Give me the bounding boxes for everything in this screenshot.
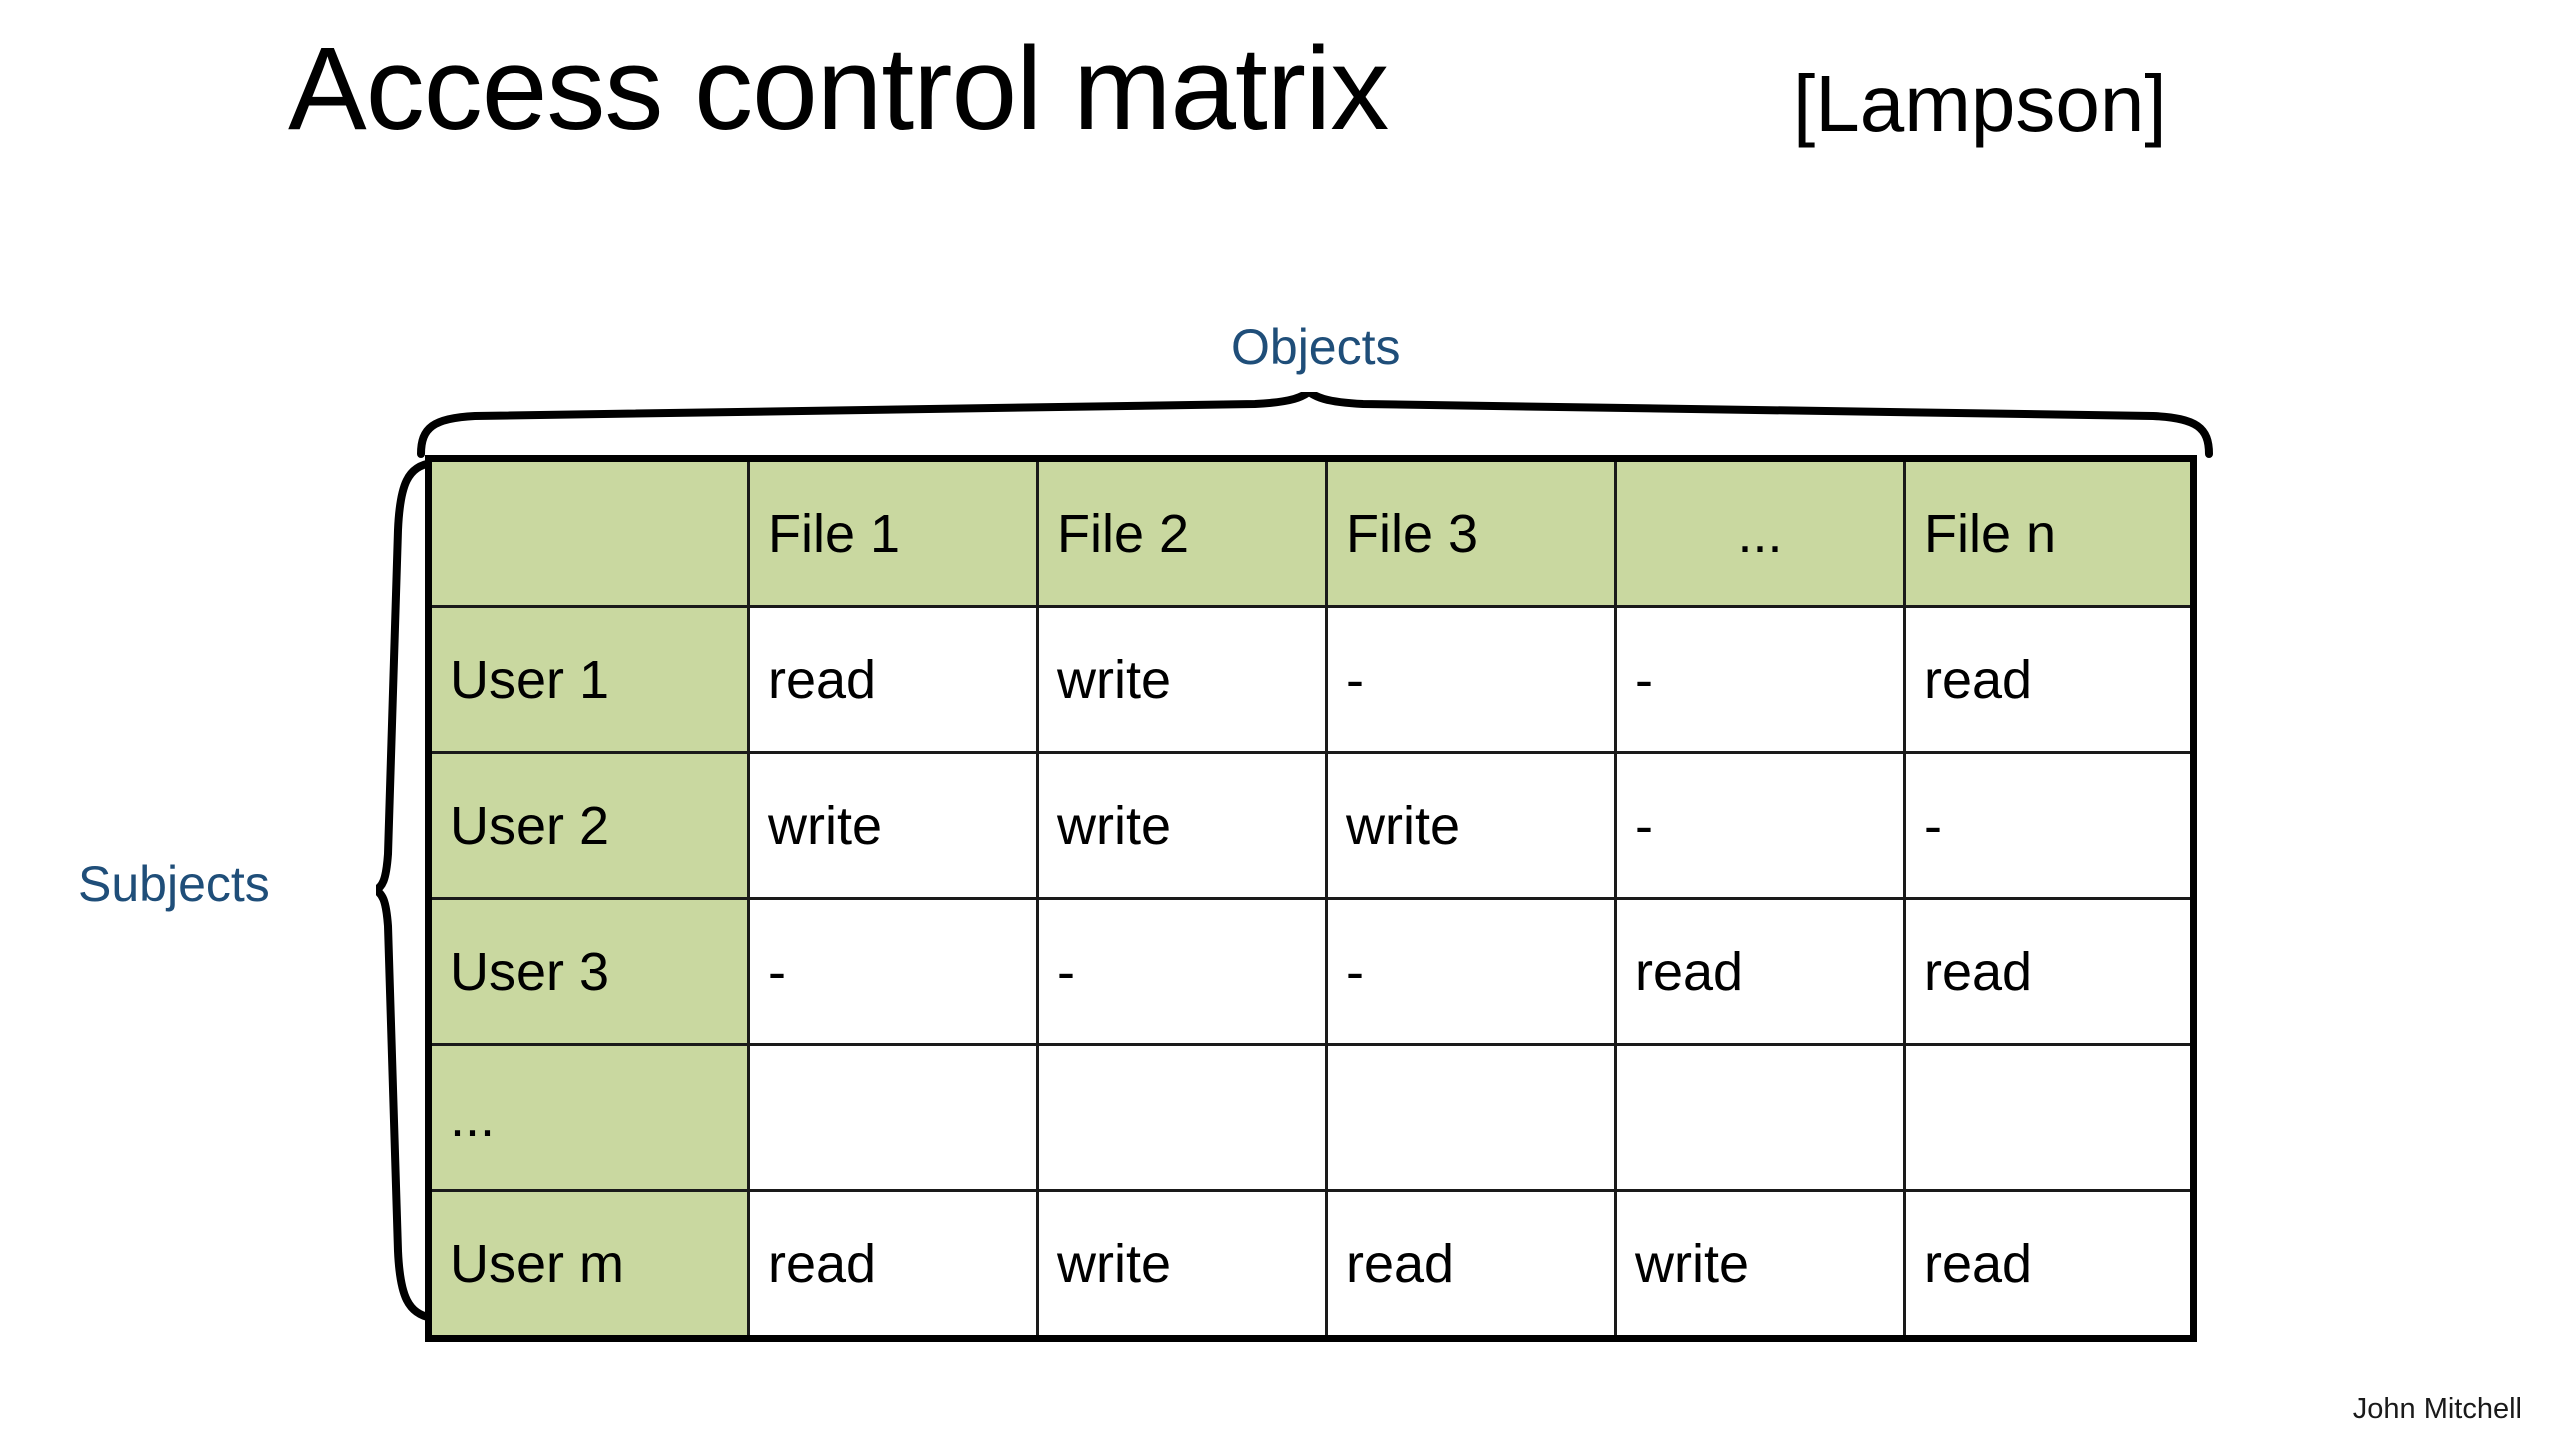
subjects-axis-label: Subjects — [78, 856, 270, 912]
cell-user1-file3: - — [1325, 605, 1617, 754]
table-row: User 3 - - - read read — [427, 897, 2195, 1046]
column-header-file-3: File 3 — [1325, 457, 1617, 608]
cell-userm-filedots: write — [1614, 1189, 1906, 1340]
column-header-ellipsis: ... — [1614, 457, 1906, 608]
cell-user1-file2: write — [1036, 605, 1328, 754]
cell-user3-filen: read — [1903, 897, 2195, 1046]
subjects-brace-icon — [376, 459, 436, 1322]
cell-userm-file3: read — [1325, 1189, 1617, 1340]
cell-userm-filen: read — [1903, 1189, 2195, 1340]
table-row: User 2 write write write - - — [427, 751, 2195, 900]
cell-user2-file2: write — [1036, 751, 1328, 900]
row-header-user-m: User m — [427, 1189, 750, 1340]
cell-ellipsis-file1 — [747, 1043, 1039, 1192]
cell-user1-file1: read — [747, 605, 1039, 754]
objects-brace-icon — [417, 392, 2213, 458]
cell-ellipsis-filedots — [1614, 1043, 1906, 1192]
row-header-ellipsis: ... — [427, 1043, 750, 1192]
cell-userm-file1: read — [747, 1189, 1039, 1340]
cell-userm-file2: write — [1036, 1189, 1328, 1340]
table-row: User m read write read write read — [427, 1189, 2195, 1340]
cell-user1-filedots: - — [1614, 605, 1906, 754]
cell-user3-filedots: read — [1614, 897, 1906, 1046]
cell-user2-filedots: - — [1614, 751, 1906, 900]
cell-ellipsis-file2 — [1036, 1043, 1328, 1192]
cell-user3-file2: - — [1036, 897, 1328, 1046]
column-header-file-1: File 1 — [747, 457, 1039, 608]
cell-user2-filen: - — [1903, 751, 2195, 900]
cell-user3-file1: - — [747, 897, 1039, 1046]
row-header-user-3: User 3 — [427, 897, 750, 1046]
cell-ellipsis-file3 — [1325, 1043, 1617, 1192]
table-row: User 1 read write - - read — [427, 605, 2195, 754]
cell-ellipsis-filen — [1903, 1043, 2195, 1192]
footer-author: John Mitchell — [2352, 1393, 2522, 1425]
row-header-user-2: User 2 — [427, 751, 750, 900]
cell-user2-file3: write — [1325, 751, 1617, 900]
row-header-user-1: User 1 — [427, 605, 750, 754]
access-control-matrix-table: File 1 File 2 File 3 ... File n User 1 r… — [425, 455, 2197, 1342]
cell-user2-file1: write — [747, 751, 1039, 900]
column-header-file-2: File 2 — [1036, 457, 1328, 608]
page-title: Access control matrix — [288, 23, 1389, 155]
cell-user1-filen: read — [1903, 605, 2195, 754]
column-header-file-n: File n — [1903, 457, 2195, 608]
table-corner-cell — [427, 457, 750, 608]
citation-label: [Lampson] — [1793, 59, 2167, 148]
table-row: ... — [427, 1043, 2195, 1192]
cell-user3-file3: - — [1325, 897, 1617, 1046]
table-header-row: File 1 File 2 File 3 ... File n — [427, 457, 2195, 608]
objects-axis-label: Objects — [1231, 319, 1401, 375]
